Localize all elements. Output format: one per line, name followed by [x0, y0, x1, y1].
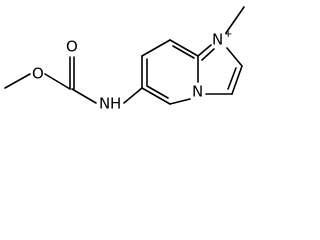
atom-o-carbonyl: O: [66, 38, 78, 56]
ring-bond-c8a-n1-double: [201, 48, 215, 61]
bond-n1-methyl: [225, 6, 245, 34]
bond-carbonyl-nh: [71, 88, 97, 104]
ring-bond-c8-c8a: [169, 39, 199, 57]
bond-o-carbonyl-carbon: [44, 73, 71, 90]
ring-bond-c2-c3-double: [227, 67, 237, 90]
charge-plus: +: [224, 29, 232, 40]
ring-bond-c8-c8a-double: [172, 45, 195, 59]
structure-diagram: O O N H N + N: [4, 6, 245, 113]
ring-bond-c7-c8: [141, 39, 171, 57]
molecule-canvas: O O N H N + N: [0, 0, 275, 132]
ring-bond-n4-c5: [169, 98, 191, 105]
ring-bond-n1-c2: [226, 47, 243, 67]
bond-nh-ring: [123, 87, 143, 104]
ring-bond-c5-c6: [141, 87, 171, 105]
atom-o-methoxy: O: [32, 65, 44, 83]
atom-h-amide: H: [110, 95, 121, 113]
atom-n-amide: N: [99, 95, 110, 113]
bond-methyl-o: [4, 73, 31, 89]
ring-bond-c5-c6-double: [146, 85, 169, 99]
ring-bond-c8a-n1: [197, 44, 212, 57]
atom-n-imidazolium: N: [212, 31, 223, 49]
ring-bond-c2-c3: [231, 65, 243, 95]
atom-n-bridgehead: N: [192, 83, 203, 101]
